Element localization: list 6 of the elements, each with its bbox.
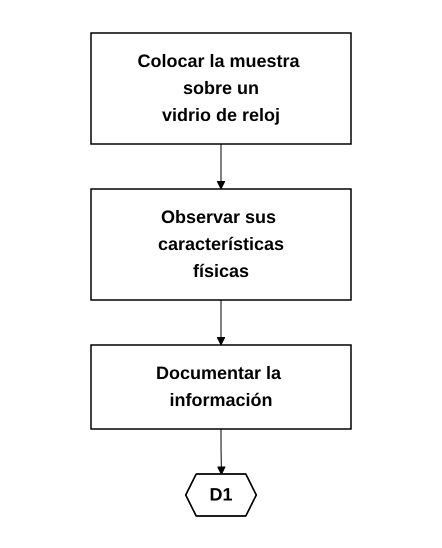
arrow [216,428,226,474]
node-box: Colocar la muestra sobre un vidrio de reloj [90,32,352,144]
arrow [216,299,226,345]
node-box: Documentar la información [90,344,352,430]
arrow [216,143,226,189]
node-box: Observar sus características físicas [90,188,352,300]
